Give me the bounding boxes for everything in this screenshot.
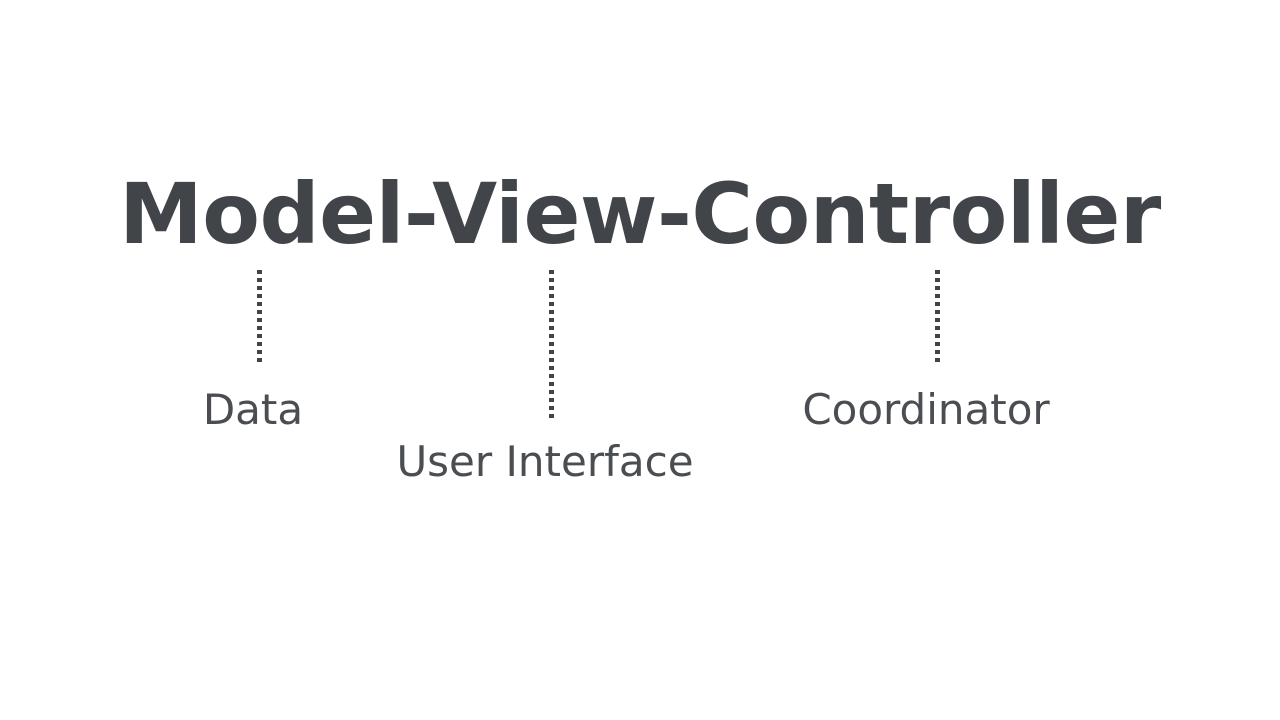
- label-model-data: Data: [202, 385, 304, 434]
- label-controller-coordinator: Coordinator: [802, 385, 1050, 434]
- connector-line-view-to-user-interface: [549, 270, 554, 418]
- label-view-user-interface: User Interface: [396, 437, 694, 486]
- connector-line-model-to-data: [257, 270, 262, 362]
- page-title: Model-View-Controller: [119, 165, 1161, 263]
- connector-line-controller-to-coordinator: [935, 270, 940, 366]
